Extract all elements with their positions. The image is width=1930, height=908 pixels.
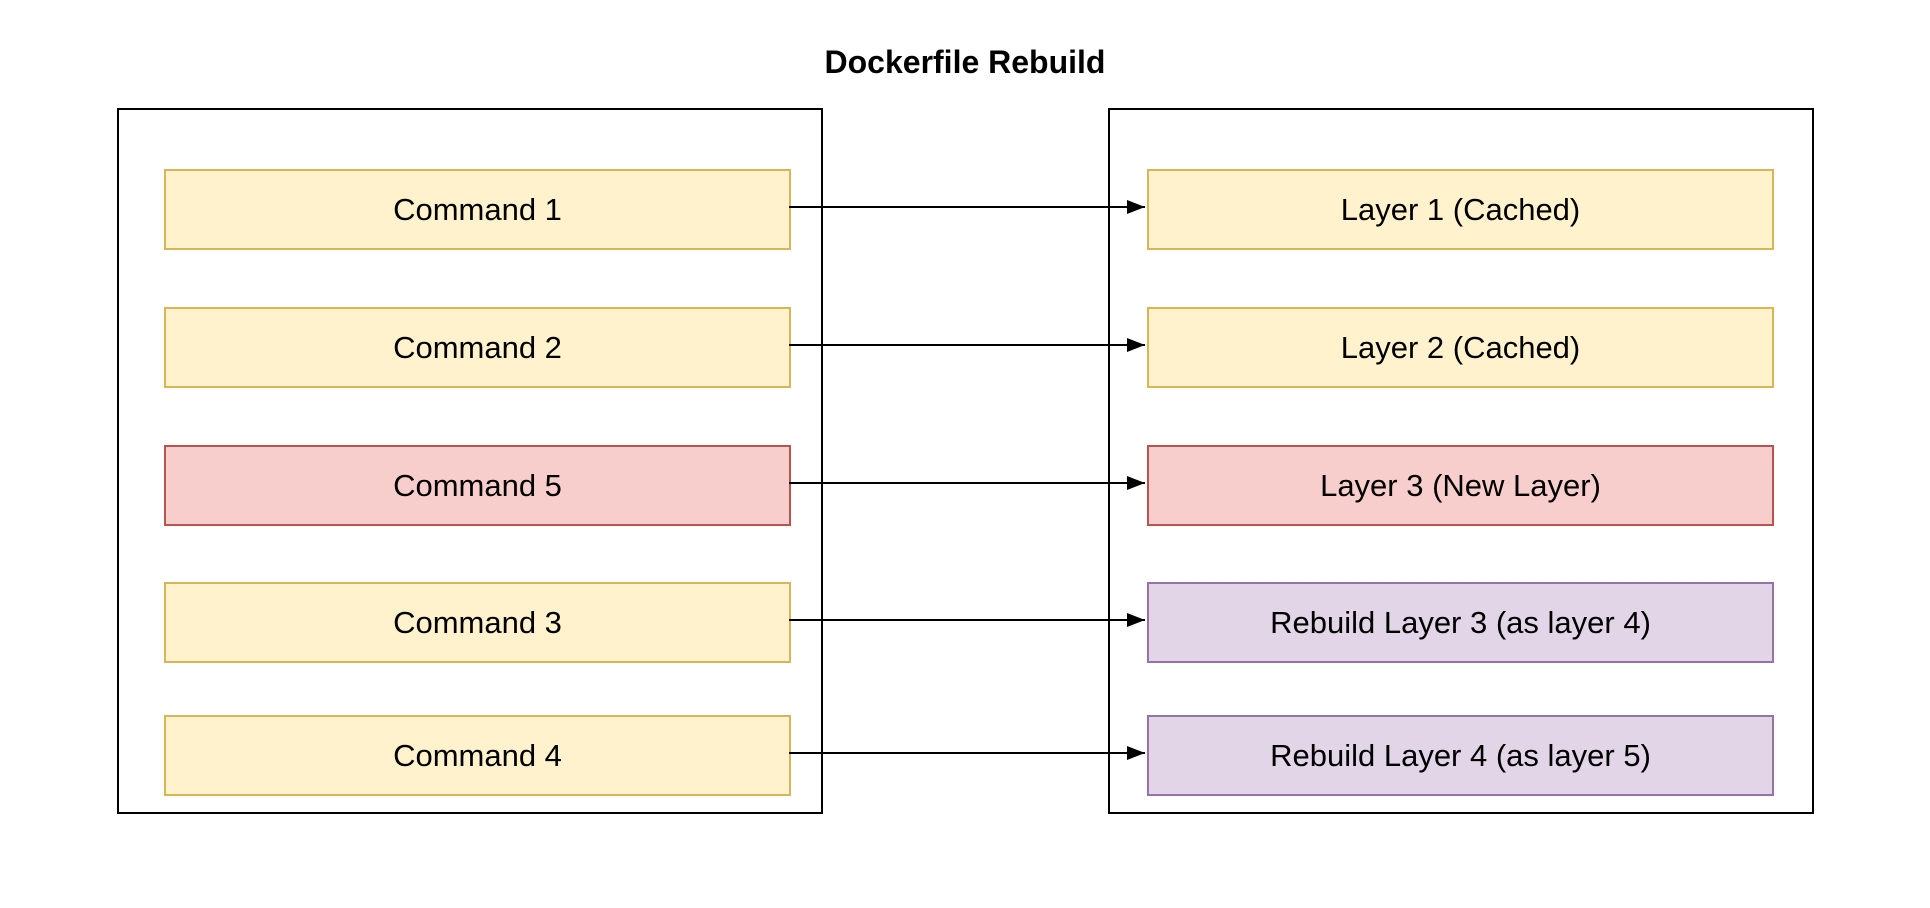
commands-container: Command 1 Command 2 Command 5 Command 3 …	[117, 108, 823, 814]
arrow-command5-to-layer3	[789, 476, 1145, 490]
command-node-3: Command 5	[164, 445, 791, 526]
layer-node-1-label: Layer 1 (Cached)	[1340, 192, 1581, 227]
command-node-2-label: Command 2	[393, 330, 562, 365]
arrowhead-icon	[1127, 476, 1145, 490]
layer-node-2-label: Layer 2 (Cached)	[1340, 330, 1581, 365]
command-node-2: Command 2	[164, 307, 791, 388]
layer-node-5-label: Rebuild Layer 4 (as layer 5)	[1270, 738, 1651, 773]
layer-node-3: Layer 3 (New Layer)	[1147, 445, 1774, 526]
command-node-5: Command 4	[164, 715, 791, 796]
layers-container: Layer 1 (Cached) Layer 2 (Cached) Layer …	[1108, 108, 1814, 814]
layer-node-2: Layer 2 (Cached)	[1147, 307, 1774, 388]
layer-node-4-label: Rebuild Layer 3 (as layer 4)	[1270, 605, 1651, 640]
arrowhead-icon	[1127, 613, 1145, 627]
layer-node-5: Rebuild Layer 4 (as layer 5)	[1147, 715, 1774, 796]
arrow-command4-to-rebuild-layer4	[789, 746, 1145, 760]
layer-node-4: Rebuild Layer 3 (as layer 4)	[1147, 582, 1774, 663]
arrowhead-icon	[1127, 746, 1145, 760]
layer-node-3-label: Layer 3 (New Layer)	[1320, 468, 1601, 503]
arrowhead-icon	[1127, 200, 1145, 214]
arrow-command2-to-layer2	[789, 338, 1145, 352]
arrow-command3-to-rebuild-layer3	[789, 613, 1145, 627]
command-node-3-label: Command 5	[393, 468, 562, 503]
layer-node-1: Layer 1 (Cached)	[1147, 169, 1774, 250]
command-node-4-label: Command 3	[393, 605, 562, 640]
arrowhead-icon	[1127, 338, 1145, 352]
command-node-1: Command 1	[164, 169, 791, 250]
command-node-4: Command 3	[164, 582, 791, 663]
command-node-1-label: Command 1	[393, 192, 562, 227]
diagram-title: Dockerfile Rebuild	[824, 44, 1106, 80]
arrow-command1-to-layer1	[789, 200, 1145, 214]
command-node-5-label: Command 4	[393, 738, 562, 773]
